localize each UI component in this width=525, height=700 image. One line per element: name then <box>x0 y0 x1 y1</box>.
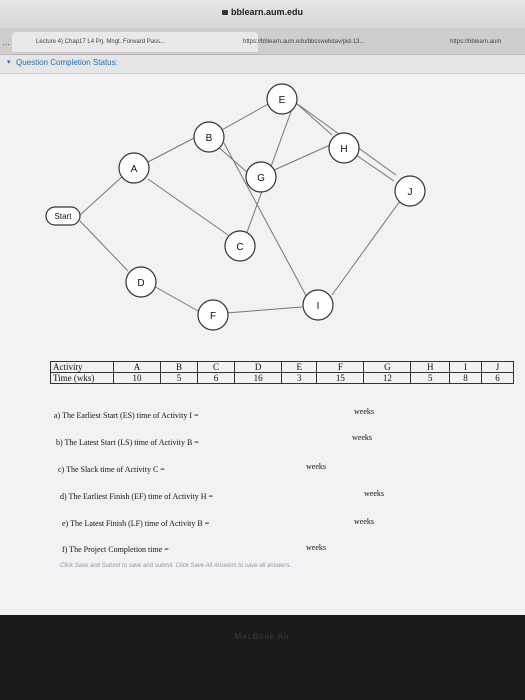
table-cell: 15 <box>316 372 365 384</box>
question-c: c) The Slack time of Activity C = <box>58 465 165 474</box>
question-b-unit: weeks <box>352 433 372 442</box>
question-status-bar[interactable]: ▾ Question Completion Status: <box>0 55 525 74</box>
table-cell: F <box>316 361 365 373</box>
node-g <box>245 161 277 193</box>
question-d-unit: weeks <box>364 489 384 498</box>
table-cell: H <box>410 361 451 373</box>
question-b: b) The Latest Start (LS) time of Activit… <box>56 438 199 447</box>
table-cell: I <box>449 361 482 373</box>
tab-bblearn-label: https://bblearn.aum <box>450 39 502 45</box>
table-cell: D <box>234 361 283 373</box>
tab-lecture-label: Lecture 4) Chap17 L4 Prj. Mngt. Forward … <box>36 39 166 45</box>
edge-start-d <box>79 220 129 272</box>
table-row-label: Activity <box>50 361 114 373</box>
edge-b-i <box>223 142 311 304</box>
laptop-bezel <box>0 615 525 700</box>
table-cell: B <box>160 361 199 373</box>
question-f: f) The Project Completion time = <box>62 545 169 554</box>
node-g-label: G <box>257 173 265 184</box>
edge-b-e <box>219 102 271 132</box>
url-host-text: bblearn.aum.edu <box>230 7 303 17</box>
edge-d-f <box>151 284 199 312</box>
node-h <box>328 132 360 164</box>
node-f-label: F <box>210 311 216 322</box>
node-start <box>45 206 81 226</box>
edge-f-i <box>225 306 303 314</box>
edge-a-b <box>145 136 197 164</box>
node-d <box>125 266 157 298</box>
node-h-label: H <box>340 144 347 155</box>
question-e: e) The Latest Finish (LF) time of Activi… <box>62 519 210 528</box>
node-e <box>266 83 298 115</box>
save-instructions: Click Save and Submit to save and submit… <box>60 563 291 569</box>
node-e-label: E <box>279 95 286 106</box>
chevron-down-icon: ▾ <box>7 59 11 66</box>
question-d: d) The Earliest Finish (EF) time of Acti… <box>60 492 214 501</box>
node-c <box>224 230 256 262</box>
edge-e-h <box>295 102 333 136</box>
edge-h-j <box>355 154 395 182</box>
tab-overflow-icon[interactable]: … <box>2 38 10 47</box>
node-a <box>118 152 150 184</box>
table-cell: 6 <box>197 372 236 384</box>
node-j-label: J <box>408 187 413 198</box>
table-cell: 16 <box>234 372 283 384</box>
question-c-unit: weeks <box>306 462 326 471</box>
table-cell: A <box>112 361 162 373</box>
tab-bbcswebdav-label: https://bblearn.aum.edu/bbcswebdav/pid-1… <box>243 39 365 45</box>
node-i-label: I <box>317 301 320 312</box>
lock-icon <box>221 10 228 15</box>
tab-bbcswebdav[interactable]: https://bblearn.aum.edu/bbcswebdav/pid-1… <box>243 32 433 52</box>
node-c-label: C <box>236 242 243 253</box>
table-cell: J <box>481 361 514 373</box>
table-cell: 3 <box>281 372 318 384</box>
table-row-time: Time (wks) 10 5 6 16 3 15 12 5 8 6 <box>50 372 514 384</box>
edge-i-j <box>331 200 401 296</box>
node-i <box>302 289 334 321</box>
network-diagram: E B H A G J Start C D F I <box>45 83 426 331</box>
node-a-label: A <box>131 164 138 175</box>
page-content: ▾ Question Completion Status: <box>0 55 525 615</box>
activity-time-table: Activity A B C D E F G H I J Time (wks) … <box>50 361 514 384</box>
edge-b-g <box>215 144 249 174</box>
device-label: MacBook Air <box>234 632 291 641</box>
table-cell: 5 <box>160 372 199 384</box>
node-f <box>197 299 229 331</box>
tab-bar: … Lecture 4) Chap17 L4 Prj. Mngt. Forwar… <box>0 28 525 55</box>
question-a: a) The Earliest Start (ES) time of Activ… <box>54 411 199 420</box>
table-cell: 10 <box>112 372 162 384</box>
table-row-activity: Activity A B C D E F G H I J <box>50 361 514 373</box>
table-cell: 8 <box>449 372 482 384</box>
edge-a-c <box>147 178 229 236</box>
edge-start-a <box>79 174 125 216</box>
url-host[interactable]: bblearn.aum.edu <box>0 7 525 17</box>
tab-lecture[interactable]: Lecture 4) Chap17 L4 Prj. Mngt. Forward … <box>12 32 258 52</box>
question-status-label: Question Completion Status: <box>16 58 118 67</box>
table-cell: C <box>197 361 236 373</box>
question-a-unit: weeks <box>354 407 374 416</box>
table-cell: 5 <box>410 372 451 384</box>
node-d-label: D <box>137 278 144 289</box>
node-start-label: Start <box>55 212 73 221</box>
question-e-unit: weeks <box>354 517 374 526</box>
tab-bblearn[interactable]: https://bblearn.aum <box>450 32 525 52</box>
node-j <box>394 175 426 207</box>
edge-g-h <box>271 144 331 172</box>
table-cell: E <box>281 361 318 373</box>
table-row-label: Time (wks) <box>50 372 114 384</box>
question-f-unit: weeks <box>306 543 326 552</box>
node-b-label: B <box>206 133 213 144</box>
browser-address-bar: bblearn.aum.edu <box>0 0 525 28</box>
table-cell: 6 <box>481 372 514 384</box>
node-b <box>193 121 225 153</box>
table-cell: 12 <box>363 372 412 384</box>
table-cell: G <box>363 361 412 373</box>
